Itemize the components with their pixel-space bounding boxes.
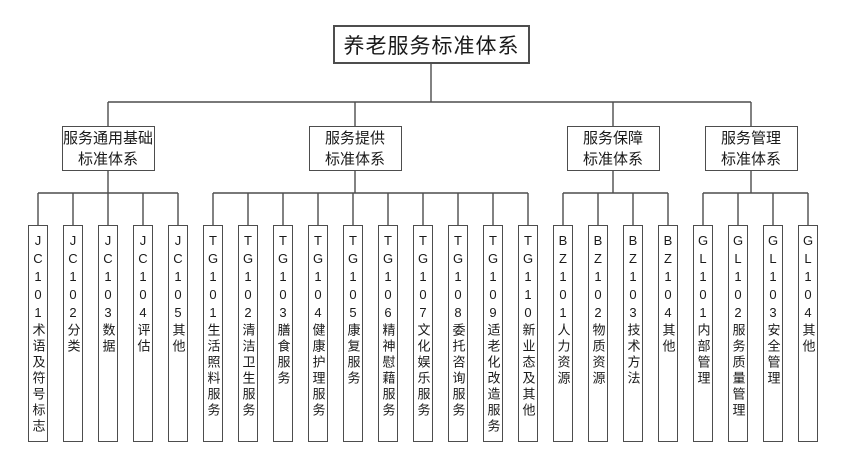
leaf-node-gl104: GL104其他 (798, 225, 818, 442)
leaf-node-bz101: BZ101人力资源 (553, 225, 573, 442)
leaf-label: BZ103技术方法 (625, 233, 641, 387)
leaf-connectors (37, 193, 809, 225)
leaf-node-tg106: TG106精神慰藉服务 (378, 225, 398, 442)
leaf-node-tg107: TG107文化娱乐服务 (413, 225, 433, 442)
branch-connectors (38, 171, 808, 194)
branch-node-bz: 服务保障 标准体系 (566, 126, 660, 171)
leaf-label: GL102服务质量管理 (730, 233, 746, 419)
leaf-node-jc104: JC104评估 (133, 225, 153, 442)
leaf-label: JC105其他 (170, 233, 186, 355)
leaf-node-jc101: JC101术语及符号标志 (28, 225, 48, 442)
leaf-label: TG106精神慰藉服务 (380, 233, 396, 419)
leaf-label: JC103数据 (100, 233, 116, 355)
leaf-label: GL104其他 (800, 233, 816, 355)
leaf-node-bz102: BZ102物质资源 (588, 225, 608, 442)
leaf-label: GL103安全管理 (765, 233, 781, 387)
leaf-label: GL101内部管理 (695, 233, 711, 387)
leaf-node-tg109: TG109适老化改造服务 (483, 225, 503, 442)
leaf-label: BZ101人力资源 (555, 233, 571, 387)
leaf-node-jc102: JC102分类 (63, 225, 83, 442)
leaf-label: TG102清洁卫生服务 (240, 233, 256, 419)
leaf-label: BZ104其他 (660, 233, 676, 355)
leaf-node-tg108: TG108委托咨询服务 (448, 225, 468, 442)
leaf-node-tg103: TG103膳食服务 (273, 225, 293, 442)
leaf-label: TG105康复服务 (345, 233, 361, 387)
leaf-node-gl102: GL102服务质量管理 (728, 225, 748, 442)
leaf-node-tg101: TG101生活照料服务 (203, 225, 223, 442)
leaf-label: TG107文化娱乐服务 (415, 233, 431, 419)
branch-node-gl: 服务管理 标准体系 (704, 126, 798, 171)
leaf-node-tg110: TG110新业态及其他 (518, 225, 538, 442)
leaf-label: JC104评估 (135, 233, 151, 355)
leaf-node-tg102: TG102清洁卫生服务 (238, 225, 258, 442)
leaf-node-jc105: JC105其他 (168, 225, 188, 442)
leaf-label: JC102分类 (65, 233, 81, 355)
leaf-label: TG110新业态及其他 (520, 233, 536, 419)
leaf-node-tg105: TG105康复服务 (343, 225, 363, 442)
leaf-label: JC101术语及符号标志 (30, 233, 46, 435)
leaf-label: TG104健康护理服务 (310, 233, 326, 419)
branch-node-tg: 服务提供 标准体系 (308, 126, 402, 171)
leaf-label: BZ102物质资源 (590, 233, 606, 387)
root-connector (107, 64, 752, 126)
leaf-label: TG101生活照料服务 (205, 233, 221, 419)
leaf-node-tg104: TG104健康护理服务 (308, 225, 328, 442)
leaf-label: TG108委托咨询服务 (450, 233, 466, 419)
leaf-node-gl101: GL101内部管理 (693, 225, 713, 442)
leaf-node-bz103: BZ103技术方法 (623, 225, 643, 442)
leaf-node-gl103: GL103安全管理 (763, 225, 783, 442)
leaf-label: TG109适老化改造服务 (485, 233, 501, 435)
leaf-node-bz104: BZ104其他 (658, 225, 678, 442)
leaf-node-jc103: JC103数据 (98, 225, 118, 442)
root-node: 养老服务标准体系 (333, 25, 530, 64)
leaf-label: TG103膳食服务 (275, 233, 291, 387)
branch-node-jc: 服务通用基础 标准体系 (61, 126, 155, 171)
